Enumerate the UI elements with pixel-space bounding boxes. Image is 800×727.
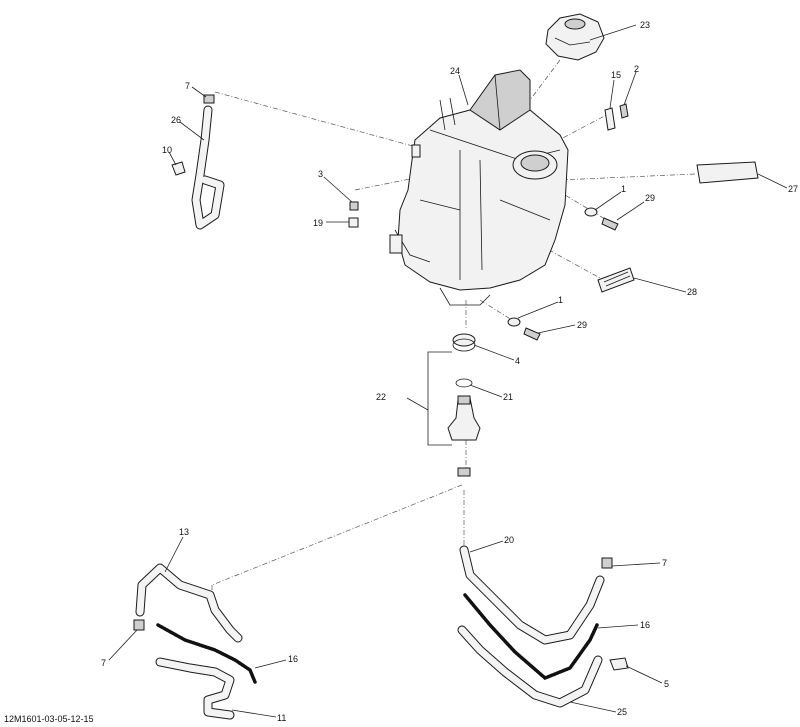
oil-tank [389,69,569,306]
callout-20: 20 [504,535,514,545]
callout-23: 23 [640,20,650,30]
callout-labels: 23 24 15 2 7 26 10 3 19 1 29 27 28 1 29 … [101,20,798,723]
callout-15: 15 [611,70,621,80]
callout-29-lower: 29 [577,320,587,330]
callout-10: 10 [162,145,172,155]
bracket-22 [406,351,452,446]
callout-4: 4 [515,356,520,366]
tank-cap [545,13,605,61]
callout-11: 11 [277,713,286,723]
callout-22: 22 [376,392,386,402]
callout-25: 25 [617,707,627,717]
callout-5: 5 [664,679,669,689]
callout-28: 28 [687,287,697,297]
drawing-code: 12M1601-03-05-12-15 [4,714,94,724]
callout-19: 19 [313,218,323,228]
callout-24: 24 [450,66,460,76]
callout-1-lower: 1 [558,295,563,305]
callout-7-left: 7 [101,658,106,668]
callout-29-top: 29 [645,193,655,203]
callout-16-right: 16 [640,620,650,630]
callout-13: 13 [179,527,189,537]
leader-lines [108,24,788,718]
callout-2: 2 [634,64,639,74]
callout-7-right: 7 [662,558,667,568]
callout-7-top: 7 [185,81,190,91]
callout-21: 21 [503,392,513,402]
callout-3: 3 [318,169,323,179]
hardware [133,94,759,671]
callout-1-top: 1 [621,184,626,194]
callout-16-left: 16 [288,654,298,664]
hoses [135,105,605,720]
callout-26: 26 [171,115,181,125]
callout-27: 27 [788,184,798,194]
